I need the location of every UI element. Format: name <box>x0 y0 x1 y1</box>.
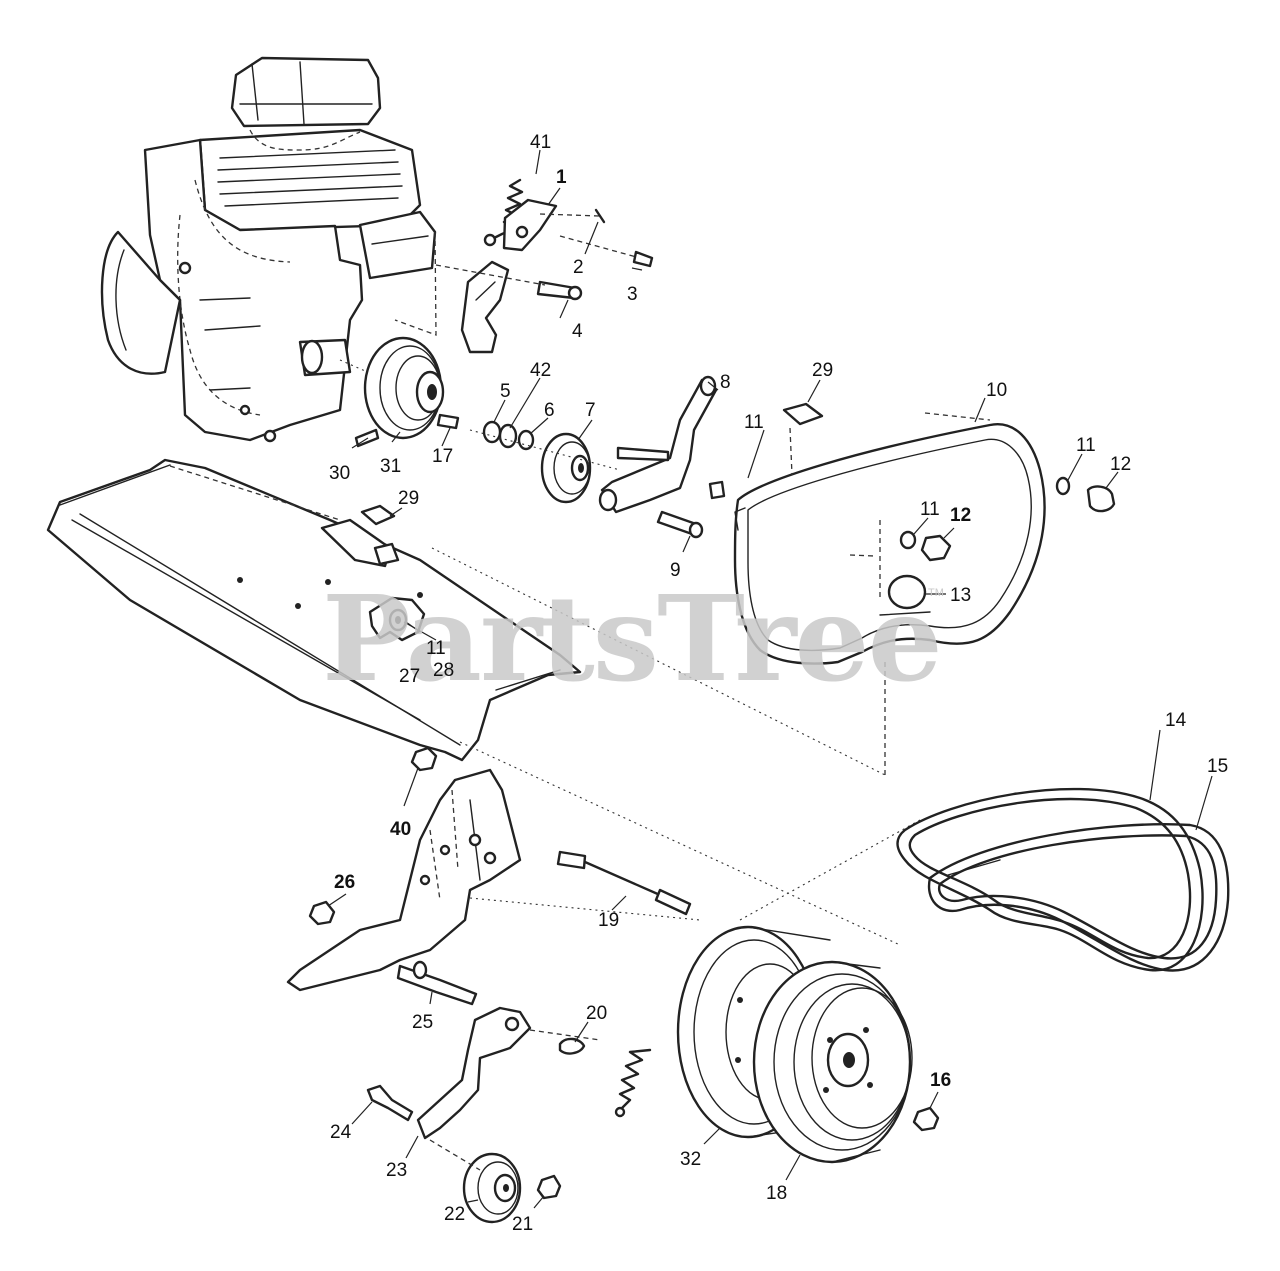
washer-11-right <box>1055 476 1071 496</box>
transmission-pulleys <box>676 925 940 1164</box>
callout-40: 40 <box>390 819 411 840</box>
callout-24: 24 <box>330 1122 352 1143</box>
callout-30: 30 <box>329 463 350 484</box>
callout-23: 23 <box>386 1160 407 1181</box>
callout-32: 32 <box>680 1149 701 1170</box>
callout-41: 41 <box>530 132 551 153</box>
nut-12-center <box>920 534 952 562</box>
callout-42: 42 <box>530 360 551 381</box>
callout-29-frame: 29 <box>398 488 419 509</box>
callout-9: 9 <box>670 560 681 581</box>
watermark-text: PartsTree <box>322 569 941 708</box>
callout-7: 7 <box>585 400 596 421</box>
cap-nut-12-right <box>1086 485 1116 513</box>
callout-11-guard: 11 <box>744 412 764 433</box>
idler-pulley-assembly <box>469 375 718 539</box>
washer-11-guard <box>708 480 726 500</box>
callout-11-center: 11 <box>920 499 940 520</box>
callout-5: 5 <box>500 381 511 402</box>
callout-12-center: 12 <box>950 505 971 526</box>
callout-28: 28 <box>433 660 454 681</box>
callout-6: 6 <box>544 400 555 421</box>
callout-18: 18 <box>766 1183 787 1204</box>
callout-17: 17 <box>432 446 453 467</box>
callout-29-top: 29 <box>812 360 833 381</box>
clip-29-frame <box>360 504 396 526</box>
callout-8: 8 <box>720 372 731 393</box>
engine-pulley <box>354 336 460 448</box>
callout-22: 22 <box>444 1204 465 1225</box>
callout-16: 16 <box>930 1070 951 1091</box>
callout-25: 25 <box>412 1012 433 1033</box>
engine-illustration <box>100 56 437 443</box>
callout-21: 21 <box>512 1214 533 1235</box>
belt-guard <box>733 412 1046 775</box>
tine-bracket-assembly <box>286 746 692 1006</box>
callout-11-right: 11 <box>1076 435 1096 456</box>
callout-10: 10 <box>986 380 1007 401</box>
callout-20: 20 <box>586 1003 607 1024</box>
callout-labels: 41 1 2 3 4 8 29 10 42 5 6 7 11 11 12 30 … <box>329 132 1228 1235</box>
washer-11-center <box>899 530 917 550</box>
callout-1: 1 <box>556 167 567 188</box>
frame-plate <box>46 458 582 762</box>
callout-13: 13 <box>950 585 971 606</box>
callout-27: 27 <box>399 666 420 687</box>
callout-31: 31 <box>380 456 401 477</box>
clip-29-top <box>782 402 824 426</box>
callout-19: 19 <box>598 910 619 931</box>
watermark-trademark: TM <box>928 587 944 599</box>
callout-12-right: 12 <box>1110 454 1131 475</box>
callout-15: 15 <box>1207 756 1228 777</box>
callout-26: 26 <box>334 872 355 893</box>
callout-14: 14 <box>1165 710 1187 731</box>
tensioner-assembly <box>366 1006 652 1224</box>
callout-3: 3 <box>627 284 638 305</box>
callout-2: 2 <box>573 257 584 278</box>
drive-belts <box>896 787 1230 972</box>
parts-tree-watermark: PartsTree TM <box>322 569 944 708</box>
callout-11-frame: 11 <box>426 638 446 659</box>
idler-arm-assembly <box>435 178 654 354</box>
callout-4: 4 <box>572 321 583 342</box>
callout-leaders <box>327 149 1213 1209</box>
